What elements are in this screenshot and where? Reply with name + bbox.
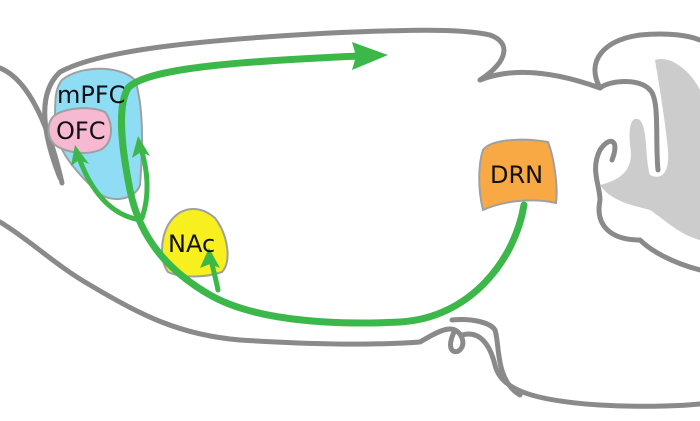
nac-label: NAc bbox=[168, 230, 215, 258]
arrowhead-ofc bbox=[71, 145, 89, 166]
main-serotonergic-pathway bbox=[117, 52, 528, 327]
drn-label: DRN bbox=[490, 161, 543, 189]
cerebellum-arbor bbox=[600, 59, 700, 240]
branch-to-ofc bbox=[75, 152, 143, 223]
mpfc-label: mPFC bbox=[57, 81, 125, 109]
drn-region bbox=[478, 138, 558, 212]
ofc-label: OFC bbox=[56, 117, 105, 145]
ventral-outline bbox=[0, 219, 700, 409]
arrowhead-mpfc bbox=[132, 136, 150, 158]
ofc-region bbox=[47, 107, 112, 154]
cortex-outline bbox=[42, 27, 603, 181]
arrowhead-anterior-cortex bbox=[352, 42, 388, 70]
arrowhead-nac bbox=[200, 248, 220, 268]
pons-outline bbox=[449, 317, 523, 398]
cerebellum-outline bbox=[592, 31, 700, 273]
